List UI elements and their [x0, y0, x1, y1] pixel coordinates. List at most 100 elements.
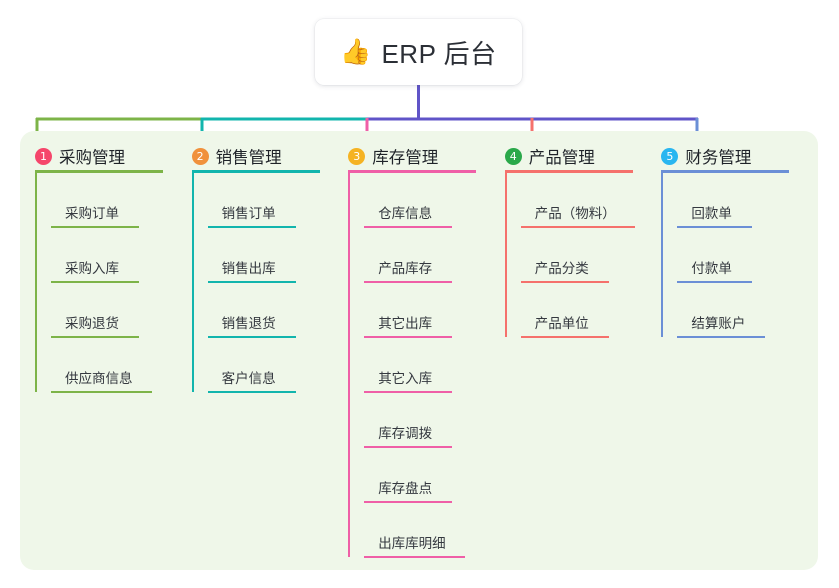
list-item[interactable]: 付款单 — [677, 228, 818, 283]
column-3: 3 库存管理仓库信息产品库存其它出库其它入库库存调拨库存盘点出库库明细 — [348, 131, 505, 570]
column-header-5[interactable]: 5 财务管理 — [661, 131, 818, 173]
item-underline — [364, 336, 453, 338]
column-items-4: 产品（物料） 产品分类产品单位 — [504, 173, 662, 338]
item-underline — [364, 391, 453, 393]
item-label: 采购入库 — [65, 261, 119, 276]
column-underline-1 — [35, 170, 163, 173]
column-items-3: 仓库信息产品库存其它出库其它入库库存调拨库存盘点出库库明细 — [348, 173, 505, 558]
item-underline — [364, 281, 453, 283]
column-header-4[interactable]: 4 产品管理 — [504, 131, 662, 173]
list-item[interactable]: 回款单 — [677, 173, 818, 228]
diagram-board — [20, 131, 818, 570]
item-label: 结算账户 — [691, 316, 746, 331]
item-underline — [207, 281, 296, 283]
root-title: ERP 后台 — [381, 38, 497, 69]
item-label: 库存调拨 — [378, 426, 433, 441]
column-badge-2: 2 — [191, 147, 209, 165]
column-items-1: 采购订单采购入库采购退货供应商信息 — [35, 173, 192, 393]
list-item[interactable]: 供应商信息 — [51, 338, 192, 393]
list-item[interactable]: 销售出库 — [207, 228, 349, 283]
item-underline — [364, 226, 453, 228]
list-item[interactable]: 其它入库 — [364, 338, 505, 393]
column-underline-5 — [661, 170, 790, 173]
item-underline — [51, 281, 139, 283]
column-badge-4: 4 — [504, 147, 522, 165]
item-underline — [520, 336, 609, 338]
column-badge-3: 3 — [348, 147, 366, 165]
column-spine-5 — [661, 173, 664, 337]
column-badge-1: 1 — [35, 147, 52, 165]
item-label: 销售出库 — [221, 261, 276, 276]
column-header-2[interactable]: 2 销售管理 — [191, 131, 349, 173]
list-item[interactable]: 采购订单 — [51, 173, 192, 228]
list-item[interactable]: 采购退货 — [51, 283, 192, 338]
item-label: 产品（物料） — [534, 206, 616, 221]
item-label: 回款单 — [691, 206, 732, 221]
item-underline — [364, 556, 466, 558]
item-label: 出库库明细 — [378, 536, 446, 551]
list-item[interactable]: 其它出库 — [364, 283, 505, 338]
column-underline-3 — [348, 170, 477, 173]
list-item[interactable]: 出库库明细 — [364, 503, 505, 558]
item-underline — [51, 391, 152, 393]
list-item[interactable]: 销售订单 — [207, 173, 349, 228]
root-node[interactable]: 👍 ERP 后台 — [315, 19, 522, 85]
column-4: 4 产品管理产品（物料） 产品分类产品单位 — [504, 131, 662, 570]
root-node-content: 👍 ERP 后台 — [340, 34, 496, 71]
item-underline — [207, 391, 296, 393]
item-label: 采购订单 — [65, 206, 119, 221]
list-item[interactable]: 结算账户 — [677, 283, 818, 338]
item-label: 客户信息 — [221, 371, 276, 386]
column-header-1[interactable]: 1 采购管理 — [35, 131, 192, 173]
column-title-5: 财务管理 — [685, 149, 752, 167]
column-title-2: 销售管理 — [215, 149, 282, 167]
column-badge-5: 5 — [661, 147, 679, 165]
list-item[interactable]: 产品单位 — [520, 283, 662, 338]
item-underline — [520, 281, 609, 283]
column-2: 2 销售管理销售订单销售出库销售退货客户信息 — [191, 131, 349, 570]
column-1: 1 采购管理采购订单采购入库采购退货供应商信息 — [35, 131, 192, 570]
column-title-3: 库存管理 — [372, 149, 439, 167]
list-item[interactable]: 产品分类 — [520, 228, 662, 283]
item-underline — [51, 336, 139, 338]
item-label: 销售退货 — [221, 316, 276, 331]
column-items-2: 销售订单销售出库销售退货客户信息 — [191, 173, 349, 393]
item-underline — [364, 446, 453, 448]
column-title-1: 采购管理 — [59, 149, 125, 167]
column-spine-4 — [504, 173, 507, 337]
column-spine-3 — [348, 173, 351, 557]
item-underline — [51, 226, 139, 228]
item-label: 其它出库 — [378, 316, 433, 331]
list-item[interactable]: 产品库存 — [364, 228, 505, 283]
list-item[interactable]: 销售退货 — [207, 283, 349, 338]
item-underline — [520, 226, 635, 228]
column-underline-4 — [504, 170, 633, 173]
column-title-4: 产品管理 — [528, 149, 595, 167]
item-label: 销售订单 — [221, 206, 276, 221]
column-spine-1 — [35, 173, 37, 392]
item-label: 采购退货 — [65, 316, 119, 331]
list-item[interactable]: 仓库信息 — [364, 173, 505, 228]
list-item[interactable]: 库存盘点 — [364, 448, 505, 503]
columns-container: 1 采购管理采购订单采购入库采购退货供应商信息 2 销售管理销售订单销售出库销售退货客… — [20, 131, 818, 570]
item-label: 仓库信息 — [378, 206, 433, 221]
item-label: 付款单 — [691, 261, 732, 276]
column-header-3[interactable]: 3 库存管理 — [348, 131, 505, 173]
column-5: 5 财务管理回款单付款单结算账户 — [661, 131, 818, 570]
item-underline — [207, 226, 296, 228]
column-spine-2 — [191, 173, 194, 392]
item-underline — [677, 281, 753, 283]
thumbs-up-icon: 👍 — [340, 37, 372, 66]
list-item[interactable]: 采购入库 — [51, 228, 192, 283]
item-label: 产品库存 — [378, 261, 433, 276]
item-underline — [677, 226, 753, 228]
item-label: 其它入库 — [378, 371, 433, 386]
column-items-5: 回款单付款单结算账户 — [661, 173, 818, 338]
list-item[interactable]: 客户信息 — [207, 338, 349, 393]
item-underline — [207, 336, 296, 338]
item-label: 产品分类 — [534, 261, 589, 276]
item-underline — [677, 336, 766, 338]
list-item[interactable]: 库存调拨 — [364, 393, 505, 448]
item-label: 产品单位 — [534, 316, 589, 331]
list-item[interactable]: 产品（物料） — [520, 173, 662, 228]
